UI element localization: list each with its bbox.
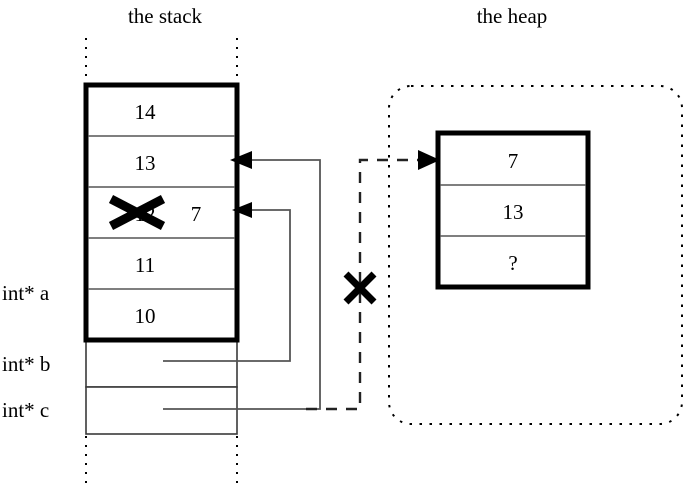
- heap-cell-value-2: ?: [508, 251, 517, 275]
- stack-slot-b: [85, 339, 238, 388]
- heap-region-boundary: [388, 85, 683, 425]
- broken-pointer-dashed-line: [306, 158, 420, 411]
- pointer-arrowhead-c: [230, 151, 252, 169]
- heap-cell-value-0: 7: [508, 149, 519, 173]
- stack-cell-replacement-value: 7: [191, 202, 202, 226]
- stack-cell-value-0: 14: [135, 100, 157, 124]
- heap-cell-value-1: 13: [503, 200, 524, 224]
- stack-slot-c: [85, 386, 238, 435]
- stack-allocated-block: [83, 82, 240, 343]
- pointer-line-b: [163, 209, 291, 362]
- stack-cell-value-4: 10: [135, 304, 156, 328]
- pointer-arrowhead-b: [232, 202, 252, 218]
- broken-pointer-arrowhead: [418, 150, 440, 170]
- broken-pointer-x-icon: [343, 271, 377, 305]
- stack-cell-value-3: 11: [135, 253, 155, 277]
- heap-header-label: the heap: [477, 4, 548, 28]
- struck-value-x-icon: [108, 195, 166, 230]
- stack-header-label: the stack: [128, 4, 203, 28]
- heap-allocated-block: [435, 130, 591, 290]
- variable-label-a: int* a: [2, 281, 50, 305]
- variable-label-b: int* b: [2, 352, 50, 376]
- stack-cell-value-1: 13: [135, 151, 156, 175]
- variable-label-c: int* c: [2, 398, 49, 422]
- pointer-line-c: [163, 159, 321, 410]
